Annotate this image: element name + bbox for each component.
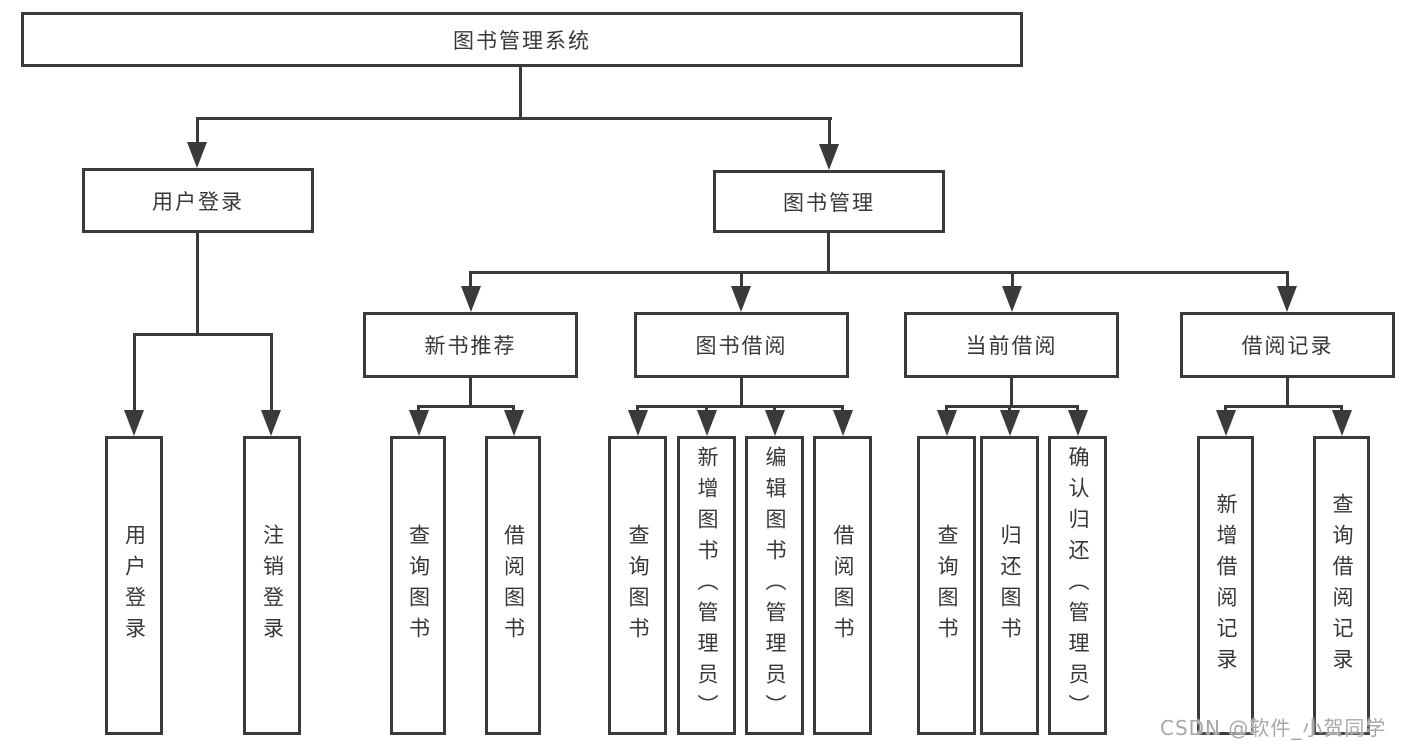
connector-book-borrow-hline [636,405,844,408]
leaf-query-books-2: 查询图书 [608,436,667,735]
connector-borrow-records-hline [1224,405,1343,408]
node-root: 图书管理系统 [21,12,1023,67]
leaf-return-books-label: 归还图书 [998,523,1022,648]
connector-to-leaf-add-borrow-record [1224,405,1227,414]
node-current-borrow: 当前借阅 [904,312,1119,378]
node-new-book-recommend-label: 新书推荐 [424,334,517,358]
leaf-logout-label: 注销登录 [260,523,285,648]
arrowhead-leaf-borrow-books-2 [833,410,853,436]
leaf-query-books-1-label: 查询图书 [406,523,431,648]
connector-new-book-recommend-hline [417,405,515,408]
leaf-query-books-3: 查询图书 [917,436,976,735]
connector-new-book-recommend-stem [469,378,472,408]
connector-book-management-hline [469,271,1289,274]
connector-book-borrow-stem [740,378,743,408]
node-borrow-records: 借阅记录 [1180,312,1395,378]
leaf-borrow-books-1: 借阅图书 [485,436,541,735]
connector-to-leaf-borrow-books-1 [512,405,515,414]
leaf-query-borrow-record-label: 查询借阅记录 [1330,492,1354,679]
leaf-add-borrow-record-label: 新增借阅记录 [1214,492,1238,679]
leaf-query-books-3-label: 查询图书 [935,523,959,648]
connector-root-stem [519,67,522,120]
leaf-borrow-books-1-label: 借阅图书 [501,523,526,648]
connector-to-leaf-return-books [1008,405,1011,414]
arrowhead-book-management [819,144,839,170]
arrowhead-leaf-confirm-return [1068,410,1088,436]
node-book-borrow-label: 图书借阅 [695,334,788,358]
node-user-login: 用户登录 [82,168,314,233]
connector-to-leaf-logout [270,333,273,411]
connector-to-leaf-confirm-return [1076,405,1079,414]
leaf-user-login: 用户登录 [105,436,163,735]
connector-current-borrow-hline [945,405,1079,408]
leaf-query-borrow-record: 查询借阅记录 [1313,436,1370,735]
arrowhead-leaf-edit-books [765,410,785,436]
arrowhead-leaf-user-login [124,410,144,436]
arrowhead-borrow-records [1277,286,1297,312]
arrowhead-leaf-query-books-3 [937,410,957,436]
leaf-logout: 注销登录 [243,436,301,735]
connector-to-leaf-query-books-1 [417,405,420,414]
node-borrow-records-label: 借阅记录 [1241,334,1334,358]
connector-borrow-records-stem [1286,378,1289,408]
connector-to-book-borrow [740,271,743,288]
leaf-borrow-books-2-label: 借阅图书 [831,523,855,648]
arrowhead-leaf-query-books-2 [628,410,648,436]
arrowhead-leaf-query-borrow-record [1332,410,1352,436]
leaf-borrow-books-2: 借阅图书 [813,436,872,735]
leaf-query-books-2-label: 查询图书 [626,523,650,648]
connector-to-leaf-query-borrow-record [1340,405,1343,414]
connector-root-hline [197,117,832,120]
node-book-management-label: 图书管理 [783,190,875,215]
arrowhead-leaf-add-borrow-record [1216,410,1236,436]
node-root-label: 图书管理系统 [453,28,591,53]
connector-to-leaf-user-login [133,333,136,411]
connector-current-borrow-stem [1010,378,1013,408]
leaf-edit-books-admin-label: 编辑图书（管理员） [763,446,787,725]
leaf-add-borrow-record: 新增借阅记录 [1197,436,1254,735]
arrowhead-new-book-recommend [461,286,481,312]
connector-to-leaf-borrow-books-2 [841,405,844,414]
arrowhead-leaf-return-books [1000,410,1020,436]
leaf-query-books-1: 查询图书 [390,436,446,735]
arrowhead-leaf-add-books [697,410,717,436]
node-book-borrow: 图书借阅 [634,312,849,378]
arrowhead-user-login [187,142,207,168]
connector-to-current-borrow [1011,271,1014,288]
leaf-confirm-return-admin-label: 确认归还（管理员） [1066,446,1090,725]
connector-book-management-stem [827,233,830,274]
connector-to-user-login [196,117,199,144]
connector-to-leaf-query-books-3 [945,405,948,414]
leaf-confirm-return-admin: 确认归还（管理员） [1048,436,1107,735]
node-current-borrow-label: 当前借阅 [965,334,1058,358]
connector-to-book-management [828,117,831,146]
connector-to-leaf-add-books [705,405,708,414]
arrowhead-leaf-borrow-books-1 [504,410,524,436]
arrowhead-current-borrow [1002,286,1022,312]
connector-user-login-hline [133,333,273,336]
connector-to-leaf-edit-books [773,405,776,414]
arrowhead-leaf-query-books-1 [409,410,429,436]
arrowhead-leaf-logout [261,410,281,436]
leaf-edit-books-admin: 编辑图书（管理员） [745,436,804,735]
connector-to-borrow-records [1286,271,1289,288]
node-book-management: 图书管理 [713,170,945,233]
leaf-return-books: 归还图书 [980,436,1039,735]
leaf-add-books-admin: 新增图书（管理员） [677,436,736,735]
leaf-user-login-label: 用户登录 [122,523,147,648]
node-new-book-recommend: 新书推荐 [363,312,578,378]
leaf-add-books-admin-label: 新增图书（管理员） [695,446,719,725]
connector-to-leaf-query-books-2 [636,405,639,414]
csdn-watermark: CSDN @软件_小贺同学 [1160,716,1387,740]
connector-user-login-stem [196,233,199,336]
arrowhead-book-borrow [731,286,751,312]
connector-to-new-book-recommend [469,271,472,288]
node-user-login-label: 用户登录 [152,189,244,214]
